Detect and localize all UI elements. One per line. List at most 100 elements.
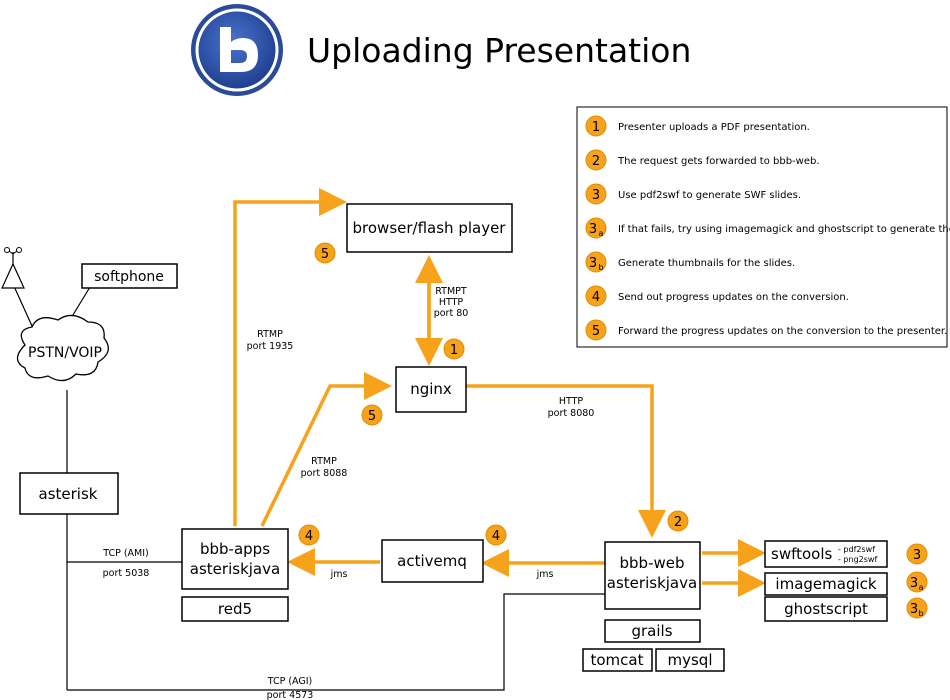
softphone-label: softphone [94, 269, 164, 285]
legend-step-number: 3 [592, 188, 600, 203]
bbb-web-sublabel: asteriskjava [607, 574, 697, 592]
legend-step-text: If that fails, try using imagemagick and… [618, 224, 950, 235]
svg-text:4: 4 [305, 529, 313, 544]
grails-node: grails [604, 619, 701, 643]
svg-text:4: 4 [492, 529, 500, 544]
legend-step-text: Generate thumbnails for the slides. [618, 258, 795, 269]
swftools-node: swftools - pdf2swf - png2swf [764, 540, 888, 568]
edge-label-port4573: port 4573 [267, 690, 314, 700]
activemq-node: activemq [381, 539, 484, 583]
activemq-label: activemq [397, 552, 467, 570]
legend-step-marker [585, 251, 607, 273]
asterisk-label: asterisk [39, 485, 98, 503]
legend-step-marker [585, 217, 607, 239]
edge-label-jms-left: jms [330, 569, 348, 580]
swftools-sub-pdf2swf: - pdf2swf [838, 545, 875, 554]
nginx-label: nginx [410, 380, 452, 398]
edge-labels: RTMPT HTTP port 80 RTMP port 1935 RTMP p… [102, 286, 594, 700]
svg-text:a: a [919, 583, 924, 592]
grails-label: grails [631, 622, 672, 640]
legend-step-marker [585, 149, 607, 171]
red5-node: red5 [181, 596, 289, 622]
legend-step-text: Use pdf2swf to generate SWF slides. [618, 190, 801, 201]
data-flow-arrows [233, 188, 766, 597]
legend-step-number: 3 [589, 256, 597, 271]
legend-step-subscript: a [599, 229, 604, 238]
legend-step-marker [585, 285, 607, 307]
ghostscript-label: ghostscript [784, 600, 868, 618]
edge-label-jms-right: jms [536, 569, 554, 580]
red5-label: red5 [218, 600, 252, 618]
step-marker-1-nginx: 1 [443, 338, 465, 360]
legend-step-subscript: b [598, 263, 603, 272]
legend-step-number: 1 [592, 120, 600, 135]
mysql-node: mysql [655, 648, 725, 672]
bbb-apps-sublabel: asteriskjava [190, 560, 280, 578]
legend-step-text: Forward the progress updates on the conv… [618, 326, 947, 337]
edge-label-rtmpt: RTMPT [435, 286, 467, 297]
tomcat-node: tomcat [582, 648, 653, 672]
legend-step-text: The request gets forwarded to bbb-web. [617, 156, 820, 167]
svg-text:2: 2 [674, 515, 682, 530]
page-title: Uploading Presentation [307, 31, 691, 70]
antenna-phone-icon [1, 247, 25, 289]
legend-step-number: 4 [592, 290, 600, 305]
bbb-apps-node: bbb-apps asteriskjava [181, 528, 289, 590]
bigbluebutton-logo-icon [191, 4, 283, 96]
bbb-web-label: bbb-web [620, 554, 685, 572]
imagemagick-node: imagemagick [764, 572, 888, 596]
step-marker-3-swftools: 3 [906, 543, 928, 565]
step-marker-2-bbb-web: 2 [667, 510, 689, 532]
legend-step-number: 3 [589, 222, 597, 237]
legend-step-marker [585, 183, 607, 205]
step-marker-3a-imagemagick: 3 a [906, 571, 928, 593]
legend-item: 5 Forward the progress updates on the con… [585, 319, 947, 341]
edge-label-rtmp-8088: RTMP [311, 456, 337, 467]
step-marker-4-bbb-apps: 4 [298, 524, 320, 546]
swftools-label: swftools [771, 545, 833, 563]
step-markers: 1 2 5 5 4 4 3 3 a [298, 242, 928, 619]
svg-text:3: 3 [910, 576, 918, 591]
svg-text:5: 5 [368, 409, 376, 424]
legend-step-marker [585, 319, 607, 341]
svg-text:3: 3 [913, 548, 921, 563]
step-marker-5-browser: 5 [314, 242, 336, 264]
legend-step-text: Presenter uploads a PDF presentation. [618, 122, 810, 133]
asterisk-node: asterisk [19, 472, 119, 515]
pstn-label: PSTN/VOIP [28, 345, 102, 361]
edge-label-port5038: port 5038 [103, 568, 150, 579]
step-marker-3b-ghostscript: 3 b [906, 597, 928, 619]
legend-item: 1 Presenter uploads a PDF presentation. [585, 115, 810, 137]
step-marker-5-nginx: 5 [361, 404, 383, 426]
imagemagick-label: imagemagick [775, 575, 876, 593]
tomcat-label: tomcat [591, 651, 644, 669]
browser-node: browser/flash player [346, 203, 513, 253]
edge-label-port8088: port 8088 [301, 468, 348, 479]
edge-label-http: HTTP [439, 297, 464, 308]
edge-label-tcp-ami: TCP (AMI) [102, 548, 149, 559]
swftools-sub-png2swf: - png2swf [838, 555, 877, 564]
network-lines [12, 283, 608, 691]
svg-text:1: 1 [450, 343, 458, 358]
softphone-node: softphone [81, 263, 178, 289]
edge-label-port1935: port 1935 [247, 341, 294, 352]
ghostscript-node: ghostscript [764, 596, 888, 622]
step-marker-4-activemq: 4 [485, 524, 507, 546]
bbb-apps-label: bbb-apps [200, 540, 270, 558]
legend-step-marker [585, 115, 607, 137]
svg-text:5: 5 [321, 247, 329, 262]
legend-step-number: 5 [592, 324, 600, 339]
svg-text:3: 3 [910, 602, 918, 617]
mysql-label: mysql [668, 651, 713, 669]
edge-label-http-8080: HTTP [559, 396, 584, 407]
edge-label-tcp-agi: TCP (AGI) [267, 676, 313, 687]
legend-item: 3 Use pdf2swf to generate SWF slides. [585, 183, 801, 205]
pstn-voip-cloud: PSTN/VOIP [16, 314, 109, 382]
edge-label-rtmp-1935: RTMP [257, 329, 283, 340]
edge-label-port80: port 80 [434, 308, 469, 319]
